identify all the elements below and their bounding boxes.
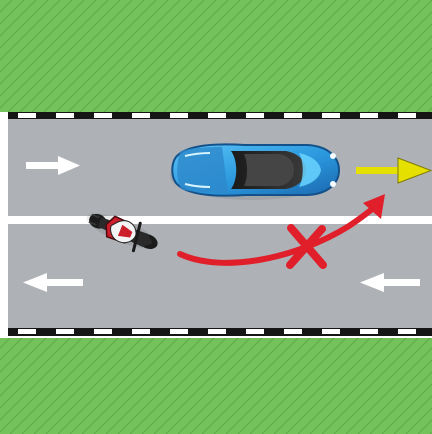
top-curb [8,112,432,119]
left-road-edge [0,112,8,338]
bottom-curb [8,328,432,336]
car-icon [170,144,339,200]
center-lane-line [8,216,432,224]
lower-grass [0,338,432,434]
upper-grass [0,0,432,112]
